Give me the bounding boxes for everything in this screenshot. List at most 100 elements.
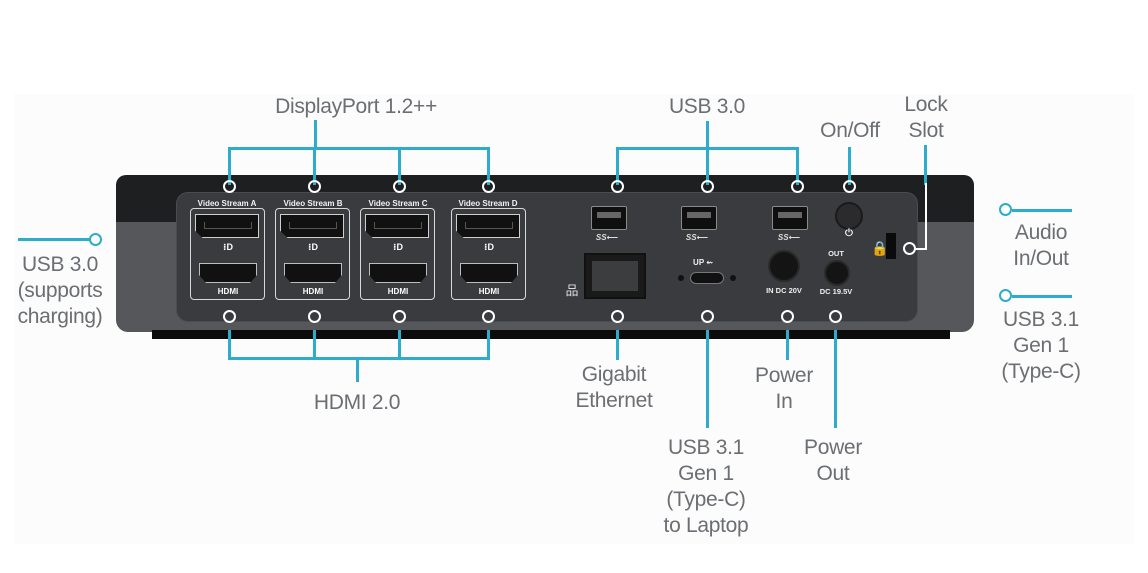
- video-stream-b-box: [275, 208, 350, 300]
- label-line: Gen 1: [678, 462, 734, 485]
- video-stream-a-box: [190, 208, 265, 300]
- displayport-b: [280, 214, 344, 238]
- label-line: Slot: [908, 119, 944, 142]
- callout-line: [706, 121, 709, 149]
- callout-line: [313, 330, 316, 358]
- displayport-logo-icon: ⁝D: [484, 242, 494, 252]
- usb31-laptop-callout-label: USB 3.1 Gen 1 (Type-C) to Laptop: [664, 435, 749, 539]
- callout-line: [834, 330, 837, 428]
- callout-line: [616, 147, 619, 185]
- label-line: Audio: [1014, 221, 1068, 244]
- hdmi-mark: HDMI: [478, 287, 500, 296]
- callout-dot: [791, 180, 804, 193]
- callout-line: [925, 183, 927, 249]
- callout-dot: [308, 180, 321, 193]
- hdmi-mark: HDMI: [387, 287, 409, 296]
- indicator-led: [730, 275, 736, 281]
- callout-line: [924, 145, 927, 185]
- callout-line: [398, 147, 401, 185]
- upstream-label: UP ⇜: [693, 258, 713, 267]
- label-line: Power: [803, 436, 863, 459]
- callout-dot: [223, 310, 236, 323]
- lock-slot-callout-label: Lock Slot: [904, 92, 947, 144]
- callout-line: [313, 147, 316, 185]
- label-line: Lock: [904, 93, 948, 116]
- usb30-side-callout-label: USB 3.0 (supports charging): [18, 252, 103, 330]
- callout-line: [1012, 209, 1072, 212]
- callout-line: [487, 330, 490, 358]
- hdmi-port-b: [284, 263, 342, 283]
- dc-out-top-label: OUT: [828, 249, 844, 258]
- power-icon: ⏻: [845, 228, 853, 239]
- label-line: Ethernet: [575, 389, 653, 412]
- label-line: charging): [17, 305, 103, 328]
- audio-callout-label: Audio In/Out: [1013, 220, 1069, 272]
- displayport-logo-icon: ⁝D: [308, 242, 318, 252]
- hdmi-port-a: [199, 263, 257, 283]
- callout-dot: [829, 310, 842, 323]
- callout-dot: [701, 180, 714, 193]
- dc-out-label: DC 19.5V: [819, 287, 853, 296]
- callout-dot: [781, 310, 794, 323]
- callout-dot: [482, 310, 495, 323]
- label-line: Gen 1: [1013, 334, 1069, 357]
- callout-dot: [999, 203, 1012, 216]
- label-line: (Type-C): [666, 488, 746, 511]
- network-icon: 品: [565, 283, 579, 298]
- callout-line: [1012, 295, 1072, 298]
- callout-line: [228, 147, 231, 185]
- hdmi-mark: HDMI: [217, 287, 239, 296]
- callout-line: [616, 330, 619, 360]
- usb-a-port-1: [591, 206, 627, 230]
- callout-line: [228, 330, 231, 358]
- video-stream-d-label: Video Stream D: [458, 199, 518, 208]
- label-line: Out: [816, 462, 850, 485]
- callout-dot: [999, 289, 1012, 302]
- displayport-d: [456, 214, 520, 238]
- callout-dot: [843, 180, 856, 193]
- label-line: USB 3.0: [21, 253, 99, 276]
- power-out-callout-label: Power Out: [804, 435, 862, 487]
- video-stream-c-label: Video Stream C: [368, 199, 428, 208]
- usb-c-upstream-port: [690, 272, 724, 284]
- usb-a-port-3: [772, 206, 808, 230]
- label-line: (Type-C): [1001, 360, 1081, 383]
- callout-dot: [611, 310, 624, 323]
- callout-dot: [393, 180, 406, 193]
- hdmi-port-d: [460, 263, 518, 283]
- callout-line: [706, 330, 709, 428]
- label-line: Gigabit: [581, 363, 647, 386]
- usb30-top-callout-label: USB 3.0: [668, 95, 746, 118]
- power-in-callout-label: Power In: [755, 363, 813, 415]
- callout-dot: [482, 180, 495, 193]
- hdmi-mark: HDMI: [302, 287, 324, 296]
- callout-line: [706, 147, 709, 185]
- label-line: to Laptop: [663, 514, 749, 537]
- video-stream-a-label: Video Stream A: [197, 199, 257, 208]
- displayport-c: [365, 214, 429, 238]
- callout-line: [398, 330, 401, 358]
- ethernet-port: [584, 253, 646, 299]
- dc-in-jack: [768, 250, 800, 282]
- superspeed-usb-icon: SS⟵: [777, 233, 801, 242]
- video-stream-c-box: [360, 208, 435, 300]
- lock-slot: [886, 233, 896, 259]
- callout-line: [356, 358, 359, 382]
- power-button[interactable]: [835, 202, 863, 230]
- superspeed-usb-icon: SS⟵: [685, 233, 709, 242]
- callout-dot: [393, 310, 406, 323]
- callout-dot: [611, 180, 624, 193]
- label-line: USB 3.1: [667, 436, 745, 459]
- usb31-side-callout-label: USB 3.1 Gen 1 (Type-C): [1001, 307, 1081, 385]
- callout-bracket: [228, 147, 490, 150]
- callout-dot: [223, 180, 236, 193]
- dc-in-label: IN DC 20V: [766, 286, 802, 295]
- displayport-a: [195, 214, 259, 238]
- label-line: USB 3.1: [1002, 308, 1080, 331]
- gigabit-callout-label: Gigabit Ethernet: [576, 362, 653, 414]
- callout-dot: [308, 310, 321, 323]
- callout-line: [487, 147, 490, 185]
- on-off-callout-label: On/Off: [820, 119, 880, 142]
- label-line: In: [775, 390, 793, 413]
- usb-a-port-2: [681, 206, 717, 230]
